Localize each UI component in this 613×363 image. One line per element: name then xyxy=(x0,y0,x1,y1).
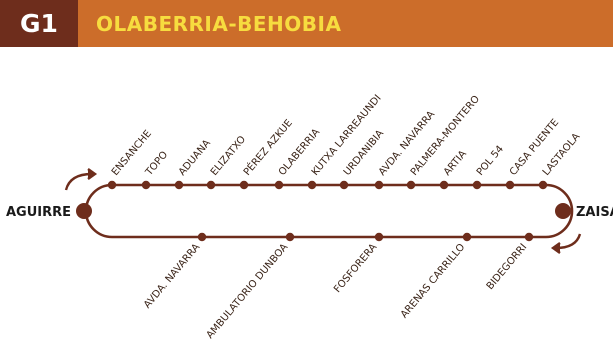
line-code: G1 xyxy=(20,9,58,38)
stop-label-fosforera-b: FOSFORERA xyxy=(332,242,379,295)
terminal-start-label: AGUIRRE xyxy=(6,205,71,220)
stop-label-topo: TOPO xyxy=(143,149,170,178)
stop-dot-olaberria xyxy=(274,180,284,190)
stop-dot-avda-navarra-b xyxy=(197,232,207,242)
stop-dot-kutxa-larreaundi xyxy=(307,180,317,190)
route-line xyxy=(84,183,574,239)
stop-dot-artia xyxy=(439,180,449,190)
stop-label-bidegorri-b: BIDEGORRI xyxy=(485,242,530,292)
stop-dot-casa-puente xyxy=(505,180,515,190)
curved-arrow-left-icon xyxy=(550,233,582,254)
stop-dot-avda-navarra xyxy=(374,180,384,190)
stop-dot-ensanche xyxy=(107,180,117,190)
stop-dot-palmera-montero xyxy=(406,180,416,190)
stop-label-avda-navarra: AVDA. NAVARRA xyxy=(377,109,437,178)
terminal-end-label: ZAISA xyxy=(576,205,613,220)
stop-dot-topo xyxy=(141,180,151,190)
line-code-badge: G1 xyxy=(0,0,78,47)
line-title: OLABERRIA-BEHOBIA xyxy=(96,11,342,36)
stop-dot-fosforera-b xyxy=(374,232,384,242)
stop-dot-aduana xyxy=(174,180,184,190)
stop-dot-p-rez-azkue xyxy=(239,180,249,190)
stop-dot-lastaola xyxy=(538,180,548,190)
stop-label-ambulatorio-dunboa-b: AMBULATORIO DUNBOA xyxy=(205,242,291,341)
stop-dot-ambulatorio-dunboa-b xyxy=(285,232,295,242)
stop-label-aduana: ADUANA xyxy=(177,138,213,178)
stop-dot-bidegorri-b xyxy=(524,232,534,242)
terminal-start-dot xyxy=(76,203,92,219)
stop-dot-urdanibia xyxy=(339,180,349,190)
stop-label-avda-navarra-b: AVDA. NAVARRA xyxy=(142,242,202,311)
stop-dot-arenas-carrillo-b xyxy=(462,232,472,242)
stop-label-pol-54: POL 54 xyxy=(475,144,506,178)
line-header: G1 OLABERRIA-BEHOBIA xyxy=(0,0,613,47)
line-title-bar: OLABERRIA-BEHOBIA xyxy=(78,0,613,47)
terminal-end-dot xyxy=(555,203,571,219)
stop-dot-pol-54 xyxy=(472,180,482,190)
curved-arrow-right-icon xyxy=(64,168,98,191)
stop-label-arenas-carrillo-b: ARENAS CARRILLO xyxy=(399,242,467,321)
stop-label-artia: ARTIA xyxy=(442,149,469,178)
stop-dot-elizatxo xyxy=(206,180,216,190)
